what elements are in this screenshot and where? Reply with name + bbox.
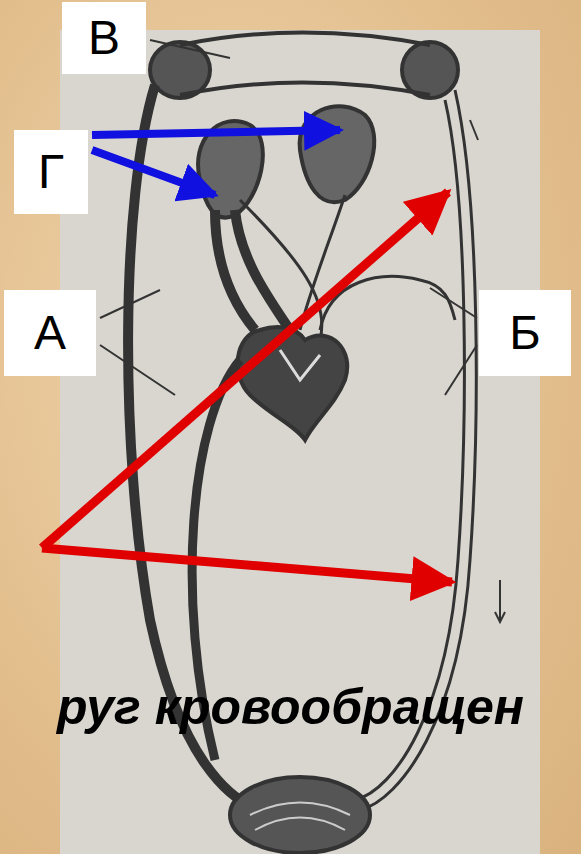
letter-label: В — [88, 14, 120, 62]
caption: руг кровообращен — [57, 682, 524, 732]
label-box: Б — [479, 290, 571, 376]
letter-label: Б — [509, 309, 541, 357]
red-arrows — [42, 192, 452, 582]
label-box: В — [62, 2, 146, 74]
letter-label: Г — [38, 148, 64, 196]
letter-label: А — [34, 309, 66, 357]
label-box: А — [4, 290, 96, 376]
label-box: Г — [14, 130, 88, 214]
blue-arrows — [92, 130, 340, 195]
